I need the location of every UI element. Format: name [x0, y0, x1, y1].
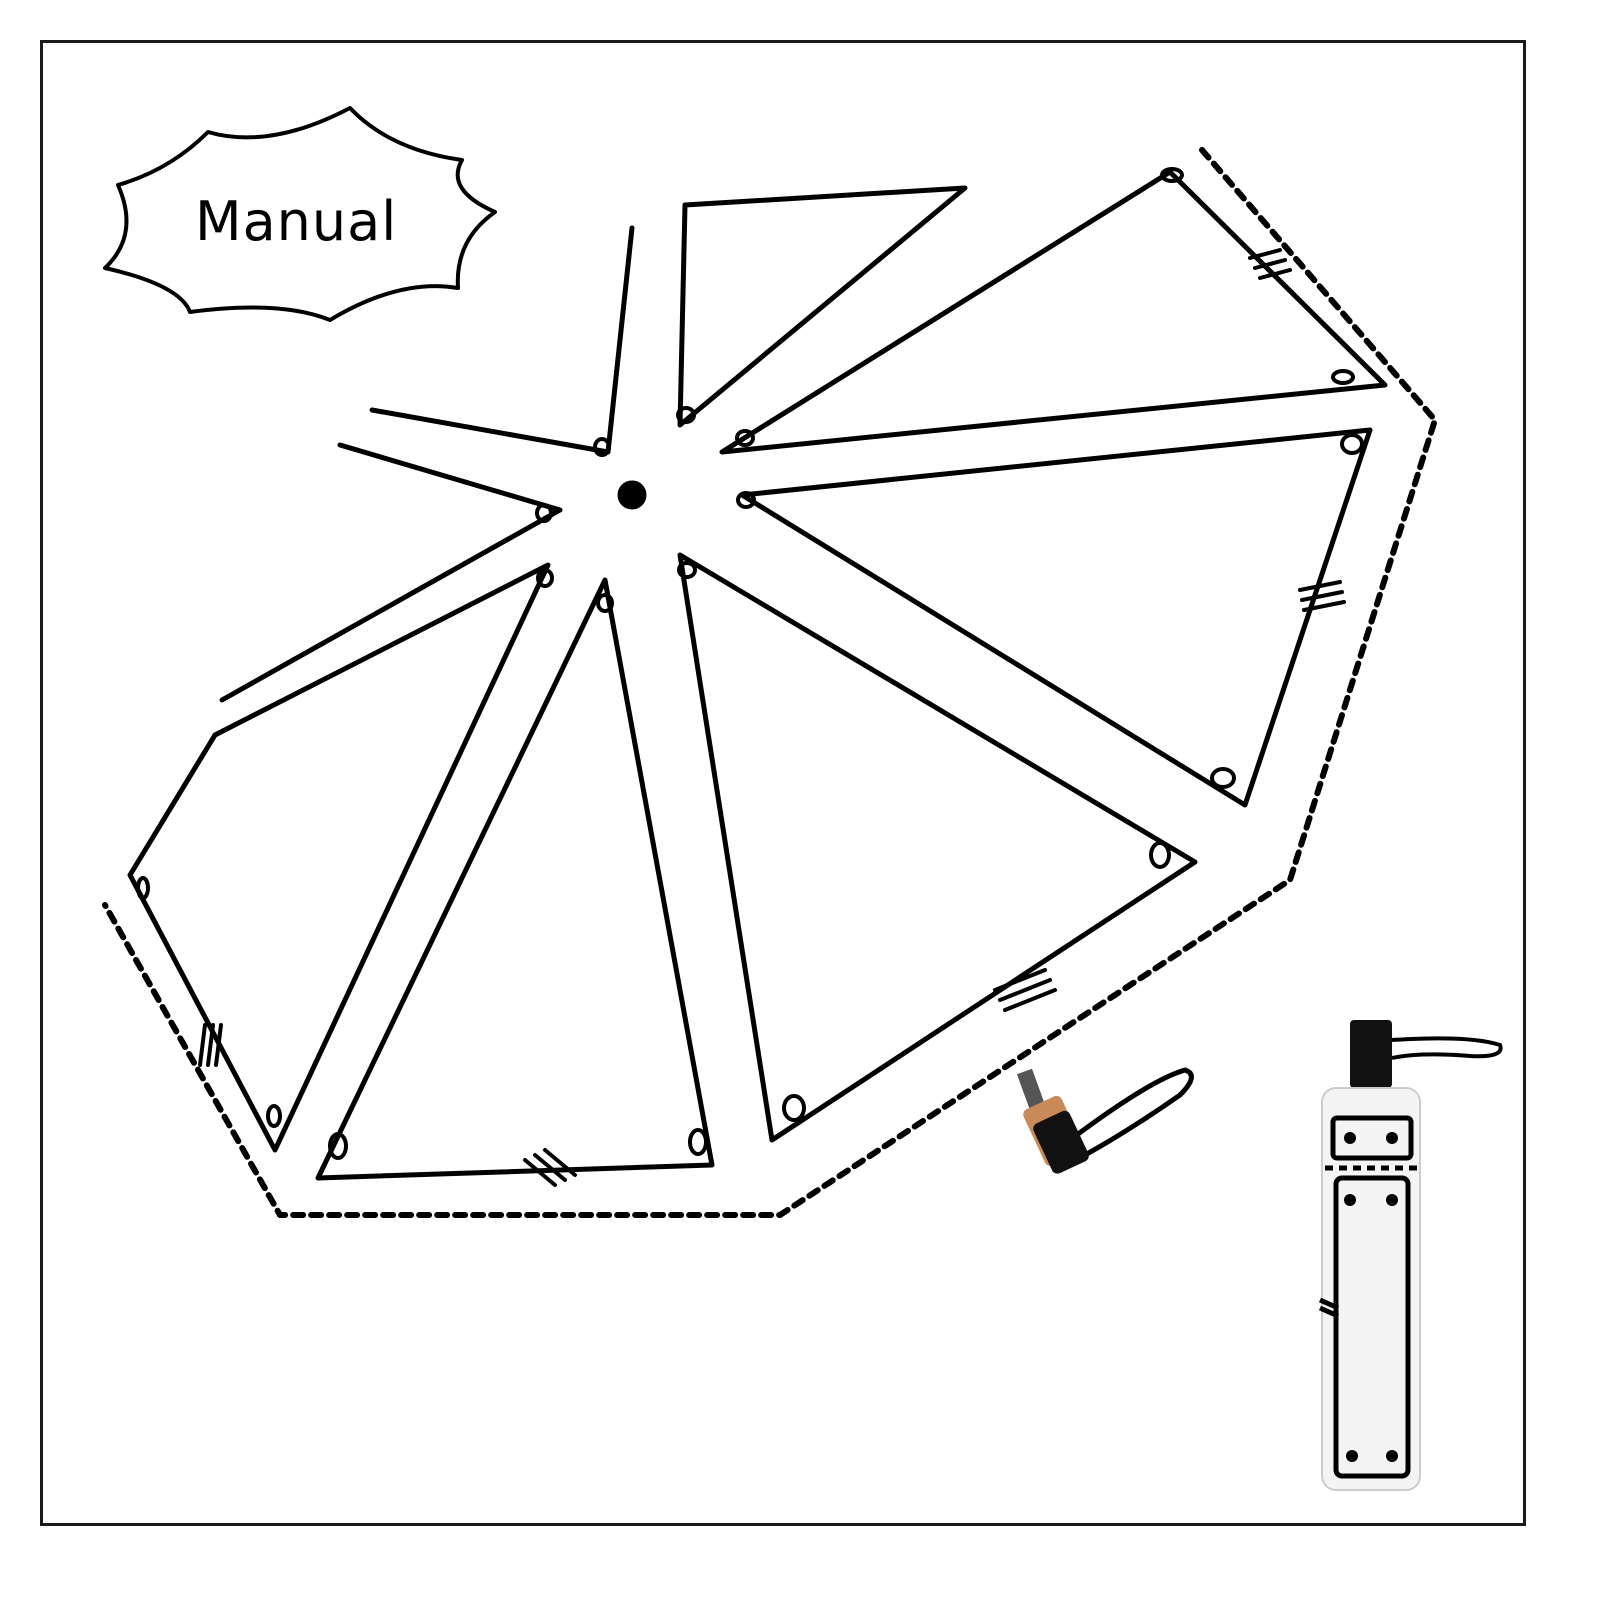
stitch-marks	[198, 248, 1346, 1187]
panel-bottom	[315, 577, 715, 1181]
panel-left	[219, 442, 563, 703]
handle-strap	[1067, 1067, 1194, 1158]
closed-umbrella	[1318, 1020, 1503, 1491]
panel-right	[739, 427, 1373, 808]
starburst-badge	[103, 106, 497, 322]
canopy-hem	[102, 147, 1438, 1218]
panel-lower-right	[677, 552, 1198, 1143]
panel-top-left	[369, 225, 635, 455]
umbrella-handle	[1016, 1068, 1089, 1174]
canopy-center-cap	[617, 480, 647, 510]
manual-badge-label: Manual	[195, 190, 398, 253]
canopy-panels	[127, 169, 1388, 1181]
grommets	[136, 167, 1364, 1160]
panel-top-right	[719, 169, 1388, 455]
image-frame	[40, 40, 1526, 1526]
panel-lower-left	[127, 562, 551, 1153]
panel-top	[677, 185, 968, 428]
